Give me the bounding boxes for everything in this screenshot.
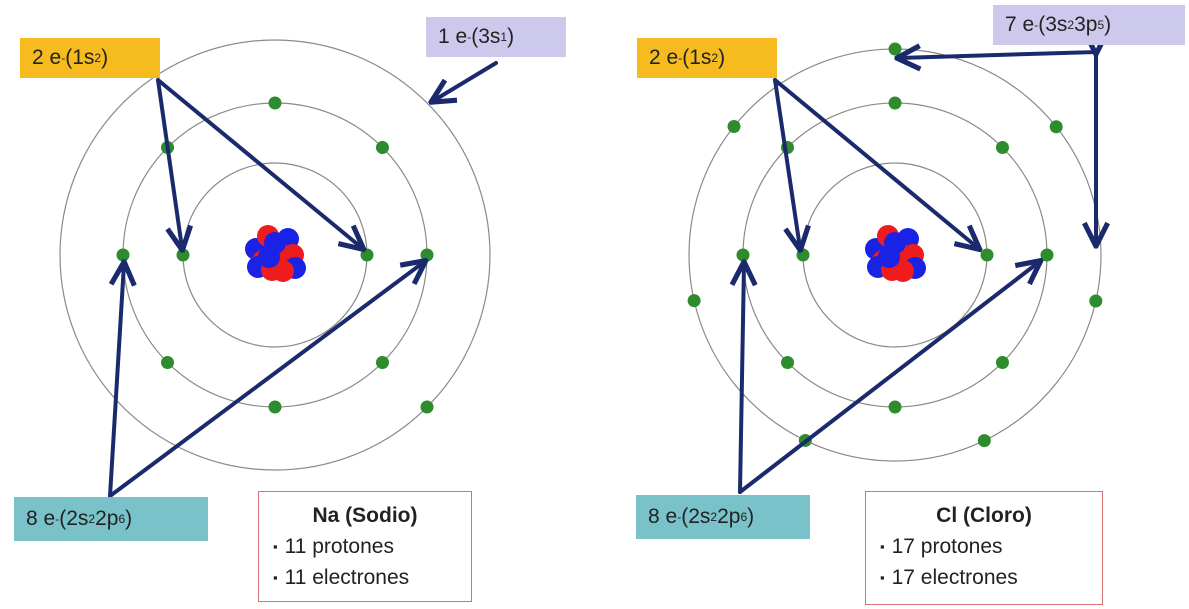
chlorine-atom [687, 42, 1103, 462]
cl-electron [977, 434, 991, 448]
na-electron [176, 248, 190, 262]
cl-nucleus [865, 225, 926, 282]
cl-info-title: Cl (Cloro) [936, 504, 1032, 527]
proton [892, 260, 914, 282]
cl-electron [727, 119, 741, 133]
na-electron [161, 355, 175, 369]
na-l-arrow-left [108, 264, 124, 498]
cl-electron [995, 355, 1009, 369]
cl-electron [888, 96, 902, 110]
cl-info-box: Cl (Cloro) ▪17 protones ▪17 electrones [865, 491, 1103, 605]
cl-electron [1040, 248, 1054, 262]
cl-electron [888, 400, 902, 414]
na-k-arrow-right [156, 78, 362, 248]
cl-l-arrow-left [740, 264, 744, 494]
na-info-protons: ▪11 protones [273, 535, 394, 558]
neutron [878, 246, 900, 268]
cl-electron [888, 42, 902, 56]
cl-electron [980, 248, 994, 262]
na-info-title: Na (Sodio) [312, 504, 418, 527]
na-electron [375, 141, 389, 155]
cl-electron [781, 355, 795, 369]
na-l-arrow-right [108, 262, 424, 498]
na-electron [360, 248, 374, 262]
neutron [258, 246, 280, 268]
na-outer-arrow [433, 61, 498, 101]
na-electron [375, 355, 389, 369]
cl-electron [995, 141, 1009, 155]
cl-l-arrow-right [738, 262, 1039, 494]
na-info-electrons: ▪11 electrones [273, 566, 410, 589]
cl-electron [736, 248, 750, 262]
na-electron [420, 400, 434, 414]
cl-electron [1089, 294, 1103, 308]
cl-electron [1049, 120, 1063, 134]
shell-arrows [108, 50, 1096, 498]
na-electron [116, 248, 130, 262]
cl-info-electrons: ▪17 electrones [880, 566, 1018, 589]
na-info-box: Na (Sodio) ▪11 protones ▪11 electrones [258, 491, 472, 602]
sodium-atom [59, 39, 491, 471]
na-shell-3-orbit [59, 39, 491, 471]
cl-k-arrow-left [773, 78, 800, 248]
na-electron [268, 96, 282, 110]
cl-electron [796, 248, 810, 262]
proton [272, 260, 294, 282]
na-electron [420, 248, 434, 262]
cl-k-arrow-right [773, 78, 978, 248]
na-electron [268, 400, 282, 414]
cl-electron [687, 294, 701, 308]
na-nucleus [245, 225, 306, 282]
cl-outer-arrow [899, 52, 1096, 244]
na-k-arrow-left [156, 78, 182, 248]
cl-info-protons: ▪17 protones [880, 535, 1003, 558]
